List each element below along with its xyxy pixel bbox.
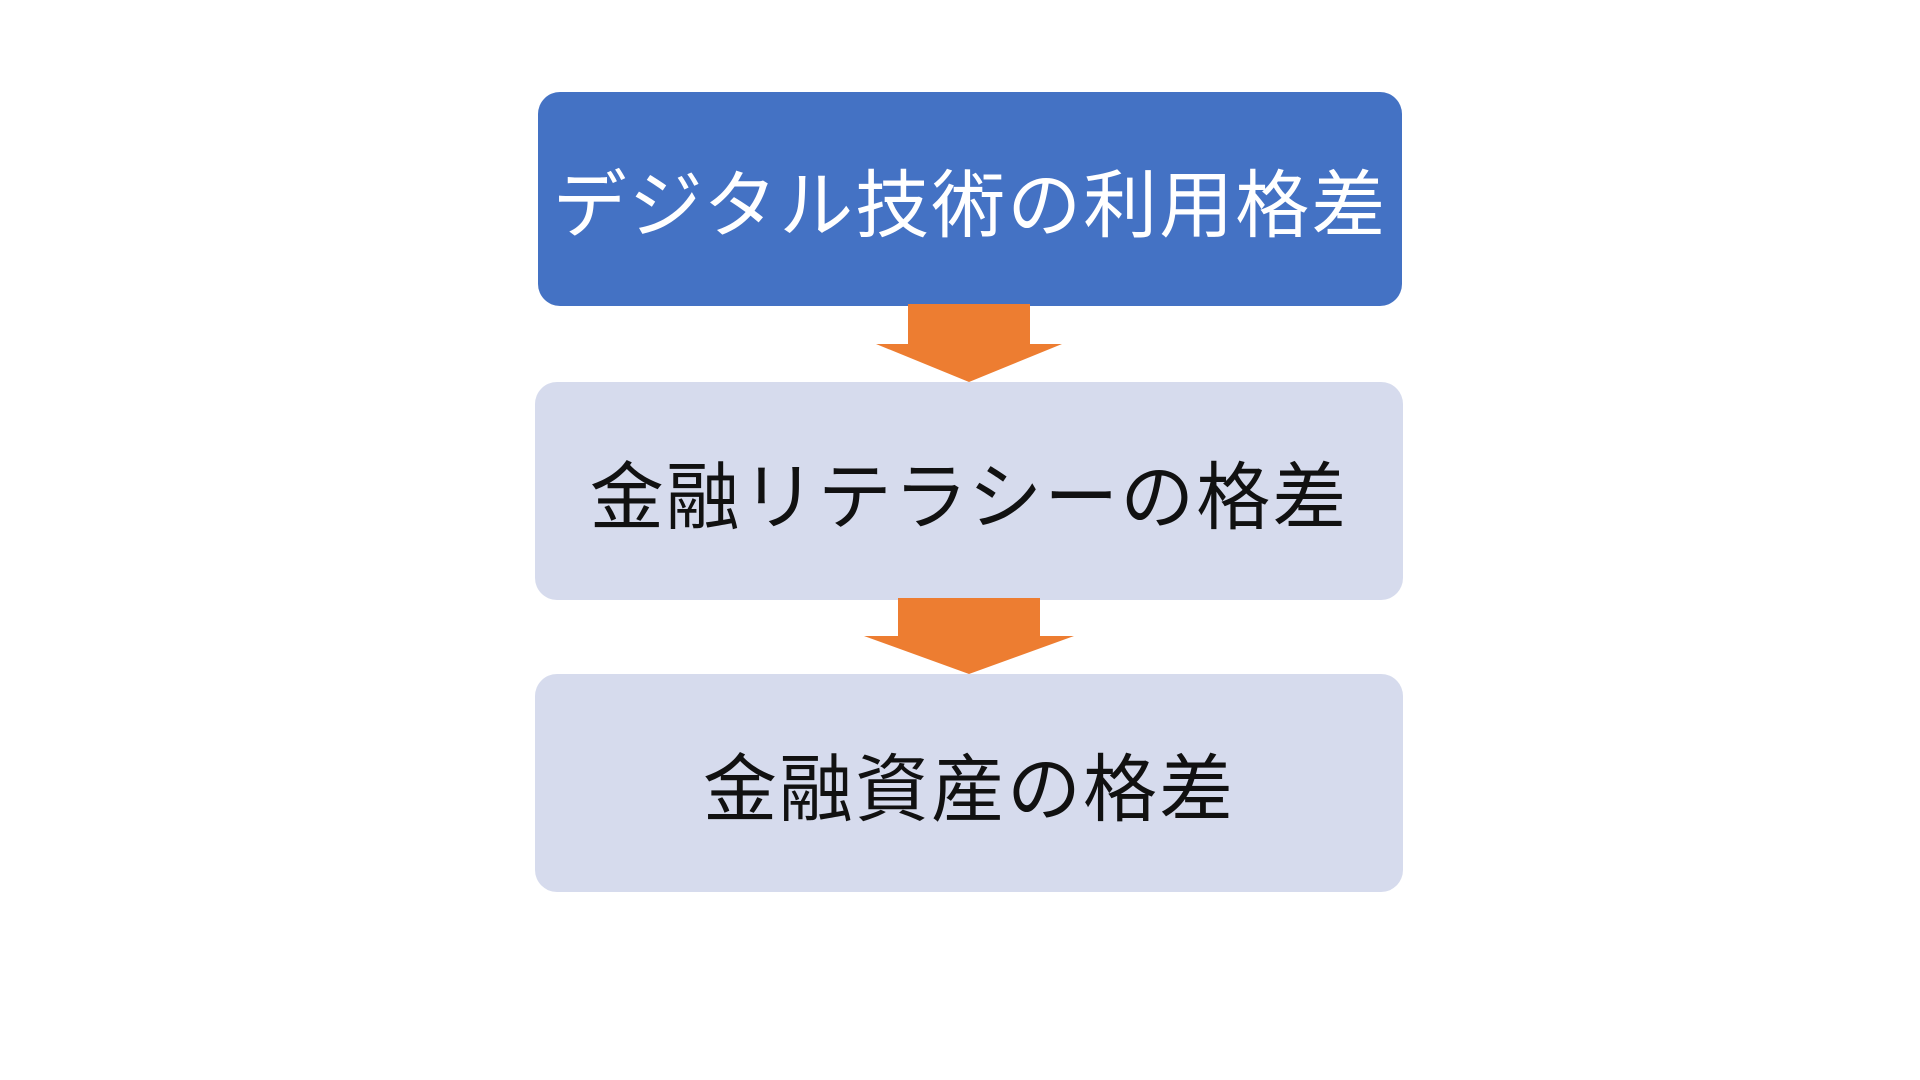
flow-step-digital-divide: デジタル技術の利用格差 [538, 92, 1402, 306]
down-arrow-icon [864, 598, 1074, 674]
flow-step-label: 金融リテラシーの格差 [589, 454, 1349, 541]
down-arrow-shape [864, 598, 1074, 674]
flow-step-financial-asset-gap: 金融資産の格差 [535, 674, 1403, 892]
flow-step-label: デジタル技術の利用格差 [552, 162, 1388, 249]
down-arrow-shape [876, 304, 1062, 382]
flow-step-label: 金融資産の格差 [703, 746, 1235, 833]
flow-step-financial-literacy-gap: 金融リテラシーの格差 [535, 382, 1403, 600]
down-arrow-icon [876, 304, 1062, 382]
